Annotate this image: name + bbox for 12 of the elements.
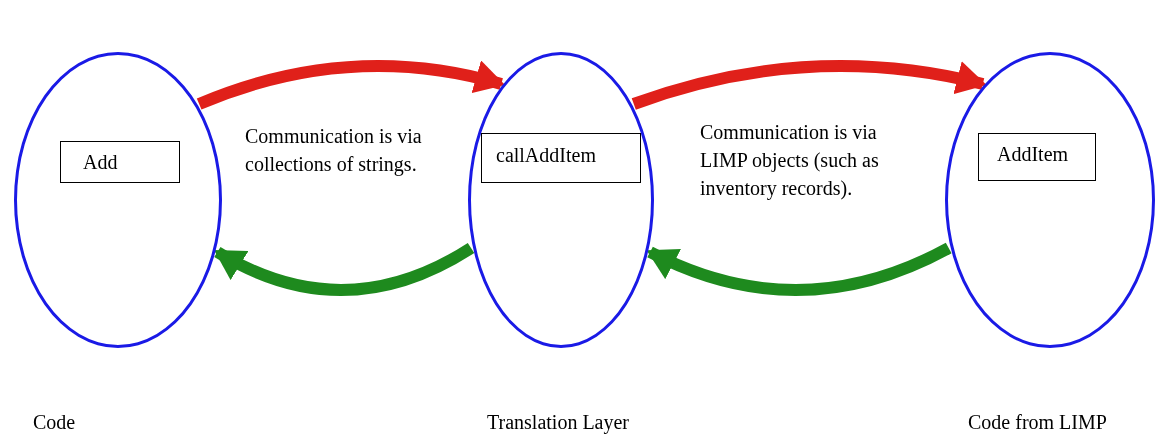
curved-arrow — [213, 242, 475, 296]
function-box: callAddItem — [481, 133, 641, 183]
function-box: AddItem — [978, 133, 1096, 181]
layer-caption: Code from LIMP — [968, 411, 1107, 434]
curved-arrow — [196, 60, 506, 110]
layer-caption: Code — [33, 411, 76, 434]
note-text: Communication is via LIMP objects (such as inventory records). — [700, 120, 880, 202]
curved-arrow — [631, 60, 987, 110]
curved-arrow — [646, 242, 952, 296]
function-box: Add — [60, 141, 180, 183]
note-text: Communication is via collections of strings. — [245, 124, 423, 178]
layer-caption: Translation Layer — [487, 411, 629, 434]
